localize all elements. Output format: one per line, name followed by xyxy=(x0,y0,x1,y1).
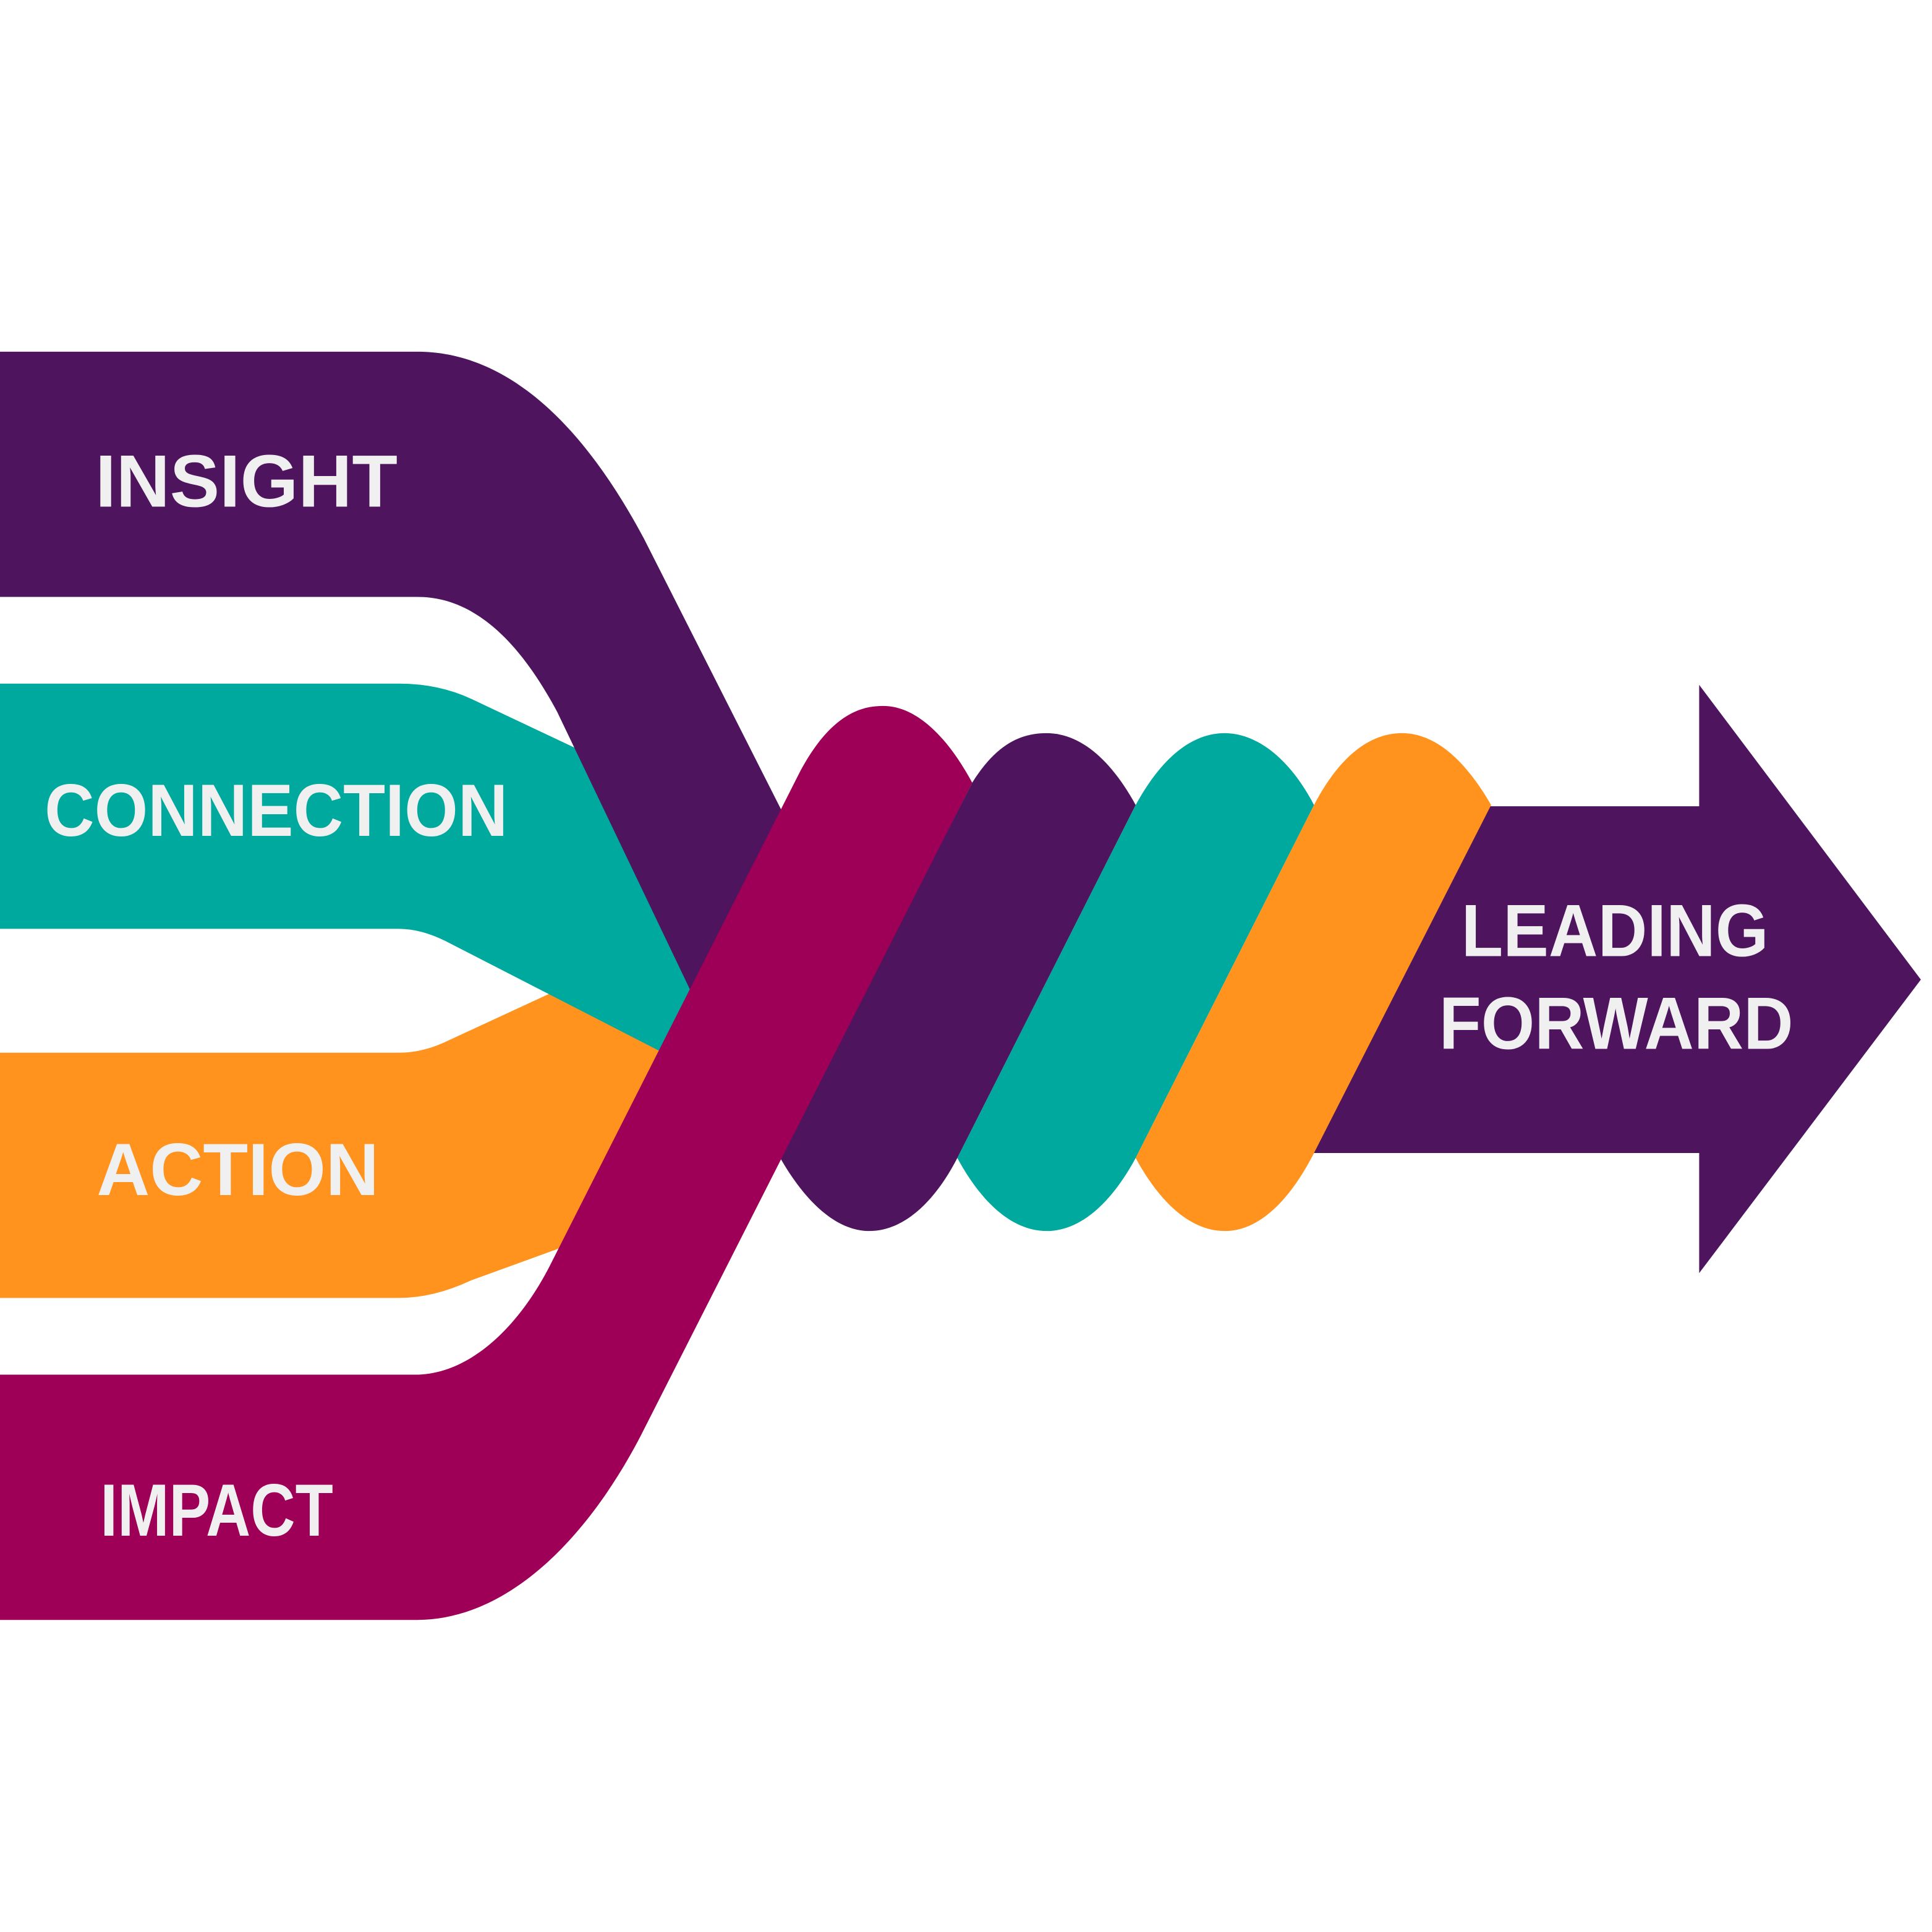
braid-loop-orange xyxy=(1135,733,1491,1232)
insight-stream xyxy=(0,351,793,997)
insight-label: INSIGHT xyxy=(95,440,398,522)
leading-forward-arrow xyxy=(1300,684,1921,1274)
impact-label: IMPACT xyxy=(100,1469,333,1552)
action-stream xyxy=(0,921,706,1298)
leading-label: LEADING xyxy=(1462,889,1769,972)
braid-loop-purple xyxy=(780,733,1136,1232)
forward-label: FORWARD xyxy=(1439,982,1794,1065)
action-label: ACTION xyxy=(96,1128,379,1211)
connection-label: CONNECTION xyxy=(45,769,508,852)
connection-stream xyxy=(0,683,743,1059)
braid-loop-teal xyxy=(957,733,1314,1232)
impact-stream xyxy=(0,705,972,1620)
